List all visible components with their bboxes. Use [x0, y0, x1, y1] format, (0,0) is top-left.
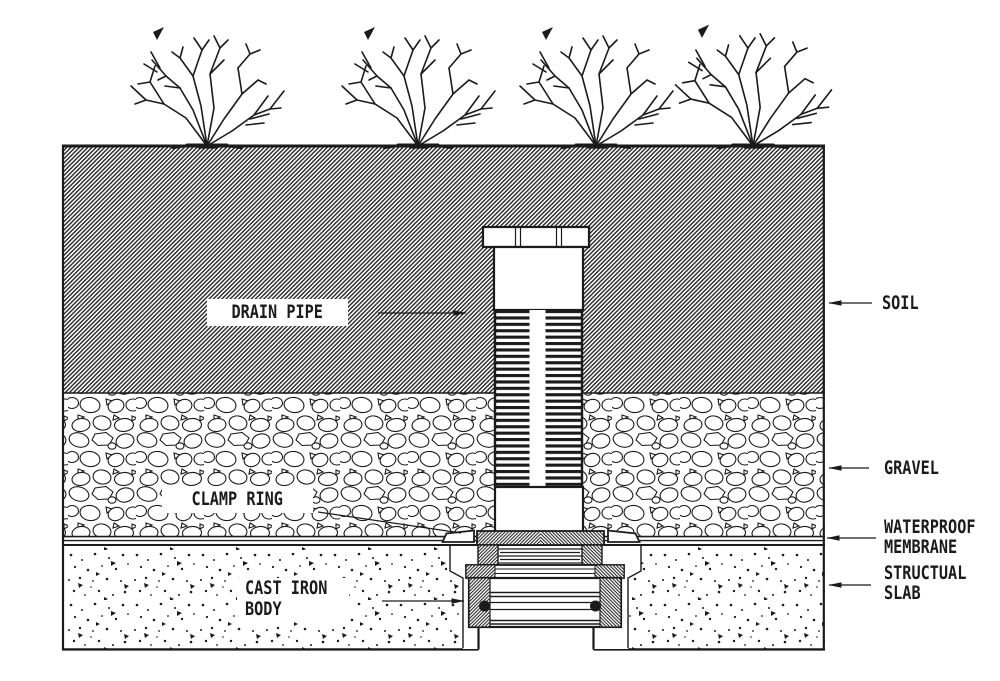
clamp-ring-label: CLAMP RING [162, 486, 313, 513]
drain-pipe-label: DRAIN PIPE [207, 299, 348, 326]
gravel-label: GRAVEL [884, 458, 953, 479]
cast-iron-body-label-line2: BODY [245, 598, 282, 620]
waterproof-membrane-label-line2: MEMBRANE [884, 535, 958, 558]
structural-slab-label-line2: SLAB [884, 581, 921, 604]
plant-3 [518, 25, 675, 150]
leader-lines [317, 300, 876, 604]
drain-cap [481, 225, 591, 249]
drain-pipe-label-text: DRAIN PIPE [231, 301, 324, 323]
drain-pipe-slotted-riser [493, 310, 584, 487]
gasket-right [590, 600, 601, 612]
outlet-pipe [477, 627, 595, 650]
cast-iron-body-part [465, 544, 625, 650]
cast-iron-body-label-line1: CAST IRON [245, 577, 328, 599]
soil-label: SOIL [882, 293, 928, 314]
plants-row [129, 23, 834, 150]
soil-label-text: SOIL [882, 292, 919, 314]
waterproof-membrane-label: WATERPROOF MEMBRANE [884, 516, 998, 558]
drain-pipe-neck [492, 245, 585, 312]
leader-clamp-ring [317, 511, 462, 534]
waterproof-membrane-label-line1: WATERPROOF [884, 516, 976, 538]
clamp-ring-label-text: CLAMP RING [191, 488, 284, 510]
gasket-left [479, 600, 490, 612]
plant-2 [340, 25, 497, 150]
gravel-layer [62, 392, 825, 537]
gravel-label-text: GRAVEL [884, 457, 939, 479]
roof-drain-assembly [441, 225, 641, 650]
drain-pipe-lower [493, 485, 585, 535]
soil-layer [62, 145, 825, 393]
plant-4 [673, 23, 834, 150]
clamp-ring-part [441, 529, 641, 546]
structural-slab-layer [62, 546, 825, 651]
structural-slab-label-line1: STRUCTUAL [884, 562, 967, 584]
plant-1 [129, 25, 286, 150]
structural-slab-label: STRUCTUAL SLAB [884, 562, 987, 604]
cast-iron-body-label: CAST IRON BODY [237, 578, 349, 622]
